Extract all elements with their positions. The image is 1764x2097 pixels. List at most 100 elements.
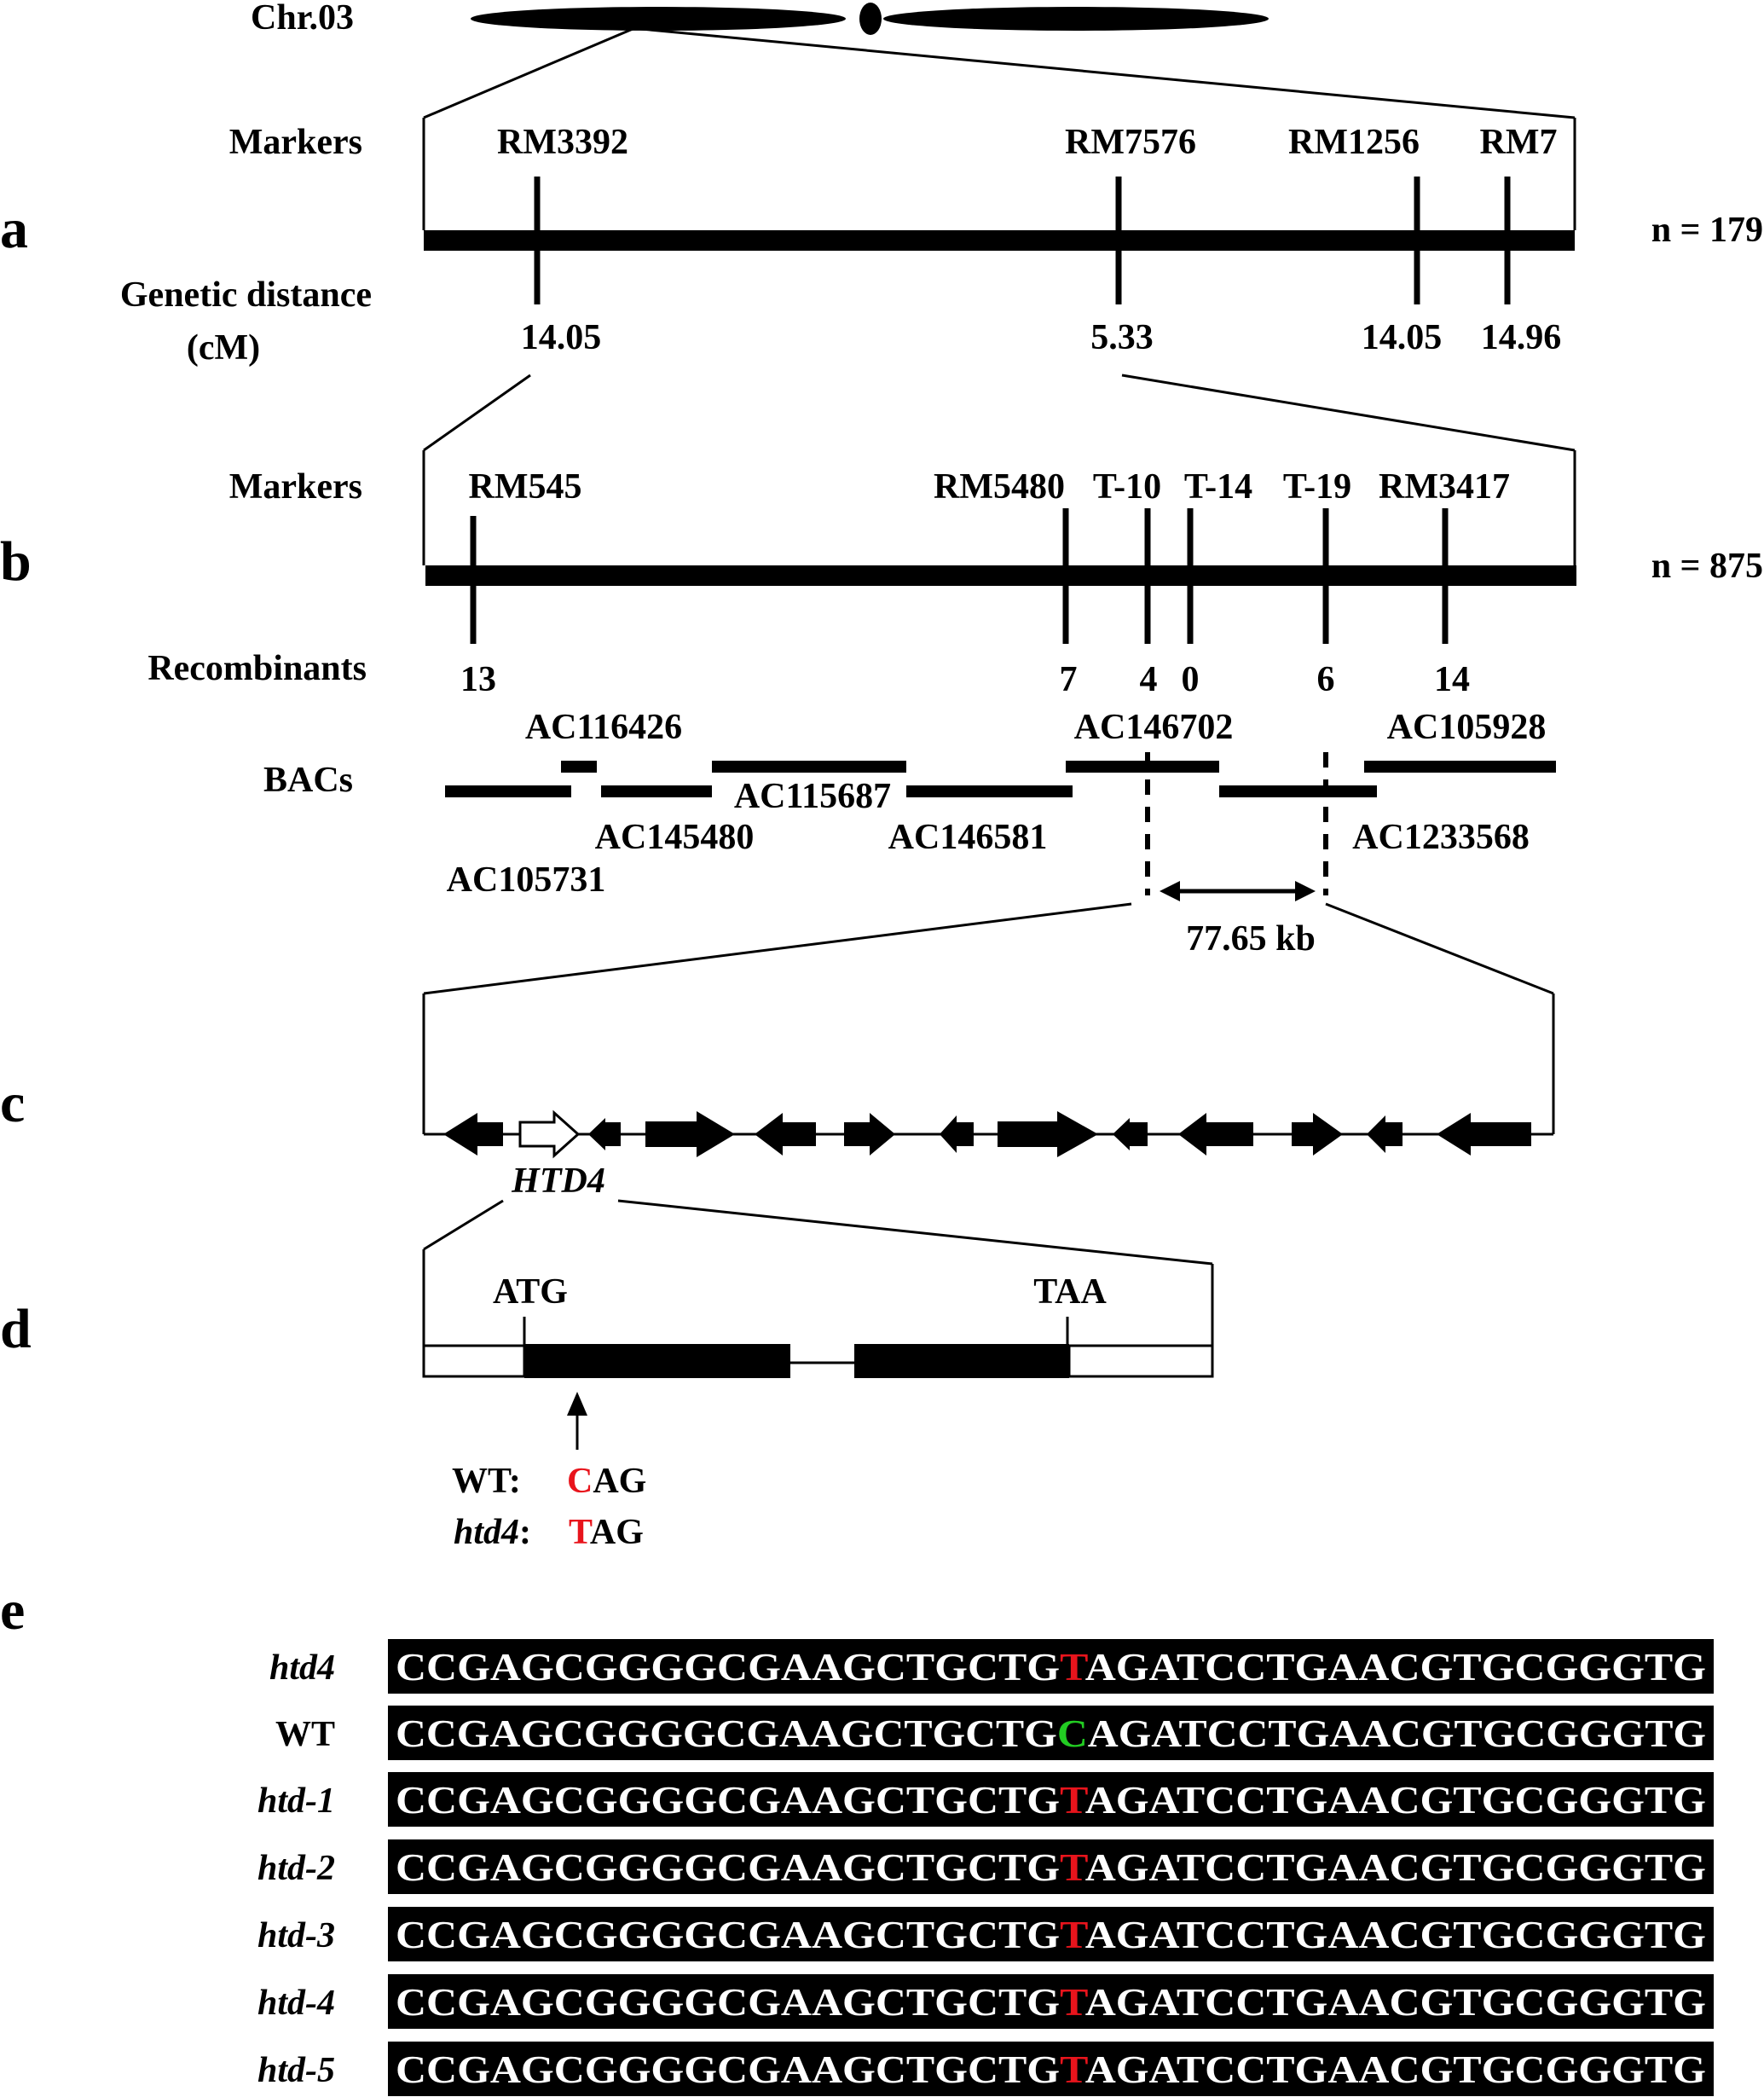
marker-name: T-19: [1283, 467, 1351, 507]
marker-name: RM7576: [1065, 123, 1196, 162]
gene-arrow-reverse: [1178, 1113, 1253, 1156]
sequence-snp-base: T: [1060, 2048, 1088, 2091]
bac-AC105731: [445, 785, 571, 797]
interval-label: 77.65 kb: [1186, 919, 1316, 959]
gene-arrow-reverse: [1113, 1118, 1148, 1150]
recombinant-count: 7: [1060, 660, 1078, 699]
markers-label-a: Markers: [229, 123, 362, 162]
recombinant-count: 4: [1140, 660, 1158, 699]
marker-name: RM1256: [1288, 123, 1420, 162]
chromosome-arm-right: [883, 7, 1269, 31]
sequence-snp-base: T: [1060, 1845, 1088, 1889]
bac-AC145480: [601, 785, 712, 797]
sequence-prefix: CCGAGCGGGGCGAAGCTGCTG: [396, 1845, 1060, 1889]
marker-RM1256: RM1256 14.05: [1288, 123, 1442, 357]
distance-label-line2: (cM): [187, 328, 260, 368]
sequence-suffix: AGATCCTGAACGTGCGGGTG: [1085, 1645, 1706, 1689]
zoom-line-left-bc: [423, 902, 1132, 995]
sequence-prefix: CCGAGCGGGGCGAAGCTGCTG: [396, 1778, 1060, 1822]
gene-arrow-reverse: [443, 1113, 503, 1156]
bac-label: AC146581: [888, 818, 1048, 857]
recombinant-count: 14: [1434, 660, 1470, 699]
wt-label: WT:: [452, 1462, 521, 1501]
bac-AC1233568: [1219, 785, 1377, 797]
panel-letter-a: a: [0, 198, 28, 260]
interval-arrow: [1160, 881, 1316, 901]
mut-label: htd4: [454, 1513, 519, 1552]
mutation-arrowhead: [567, 1392, 587, 1416]
start-codon-label: ATG: [493, 1272, 568, 1312]
marker-name: T-14: [1184, 467, 1252, 507]
stop-codon-label: TAA: [1033, 1272, 1107, 1312]
bac-AC146581: [906, 785, 1073, 797]
panel-b: b Markers Recombinants BACs n = 875 RM54…: [0, 450, 1763, 995]
wt-codon-row: WT:CAG: [452, 1462, 646, 1501]
bac-label: AC115687: [734, 777, 891, 816]
sequence-prefix: CCGAGCGGGGCGAAGCTGCTG: [396, 1913, 1060, 1956]
recombinant-count: 13: [460, 660, 496, 699]
zoom-line-right-cd: [617, 1199, 1213, 1266]
sequence-prefix: CCGAGCGGGGCGAAGCTGCTG: [396, 1645, 1060, 1689]
zoom-line-left-ab: [423, 374, 531, 452]
marker-RM545: RM545 13: [460, 467, 581, 699]
mut-label-colon: :: [519, 1513, 531, 1552]
interval-arrowhead-left: [1160, 881, 1180, 901]
marker-T-14: T-14 0: [1182, 467, 1253, 699]
sequence-row-label: htd-1: [257, 1781, 335, 1821]
linkage-map-bar-a: [424, 230, 1575, 251]
zoom-line-left-cd: [423, 1199, 504, 1251]
gene-arrow-reverse: [588, 1118, 621, 1150]
marker-name: RM545: [469, 467, 582, 507]
marker-distance: 14.96: [1481, 318, 1562, 357]
sequence-prefix: CCGAGCGGGGCGAAGCTGCTG: [396, 2048, 1060, 2091]
sequence-box: [388, 2042, 1714, 2096]
n-label-a: n = 179: [1651, 211, 1763, 250]
panel-letter-e: e: [0, 1579, 25, 1642]
sequence-snp-base: T: [1060, 1913, 1088, 1956]
sequence-box: [388, 1974, 1714, 2029]
recombinant-count: 0: [1182, 660, 1200, 699]
zoom-line-right: [640, 27, 1576, 119]
panel-letter-d: d: [0, 1298, 32, 1360]
recombinants-label: Recombinants: [147, 649, 367, 688]
marker-name: RM3417: [1379, 467, 1510, 507]
sequence-prefix: CCGAGCGGGGCGAAGCTGCTG: [396, 1980, 1060, 2024]
panel-c: c HTD4: [0, 993, 1555, 1266]
utr-5prime: [422, 1344, 526, 1378]
chromosome: Chr.03: [251, 0, 1576, 119]
wt-codon-rest: AG: [593, 1462, 646, 1501]
bac-label: AC146702: [1074, 708, 1234, 747]
marker-T-19: T-19 6: [1283, 467, 1351, 699]
marker-RM3392: RM3392 14.05: [497, 123, 628, 357]
panel-letter-b: b: [0, 530, 32, 593]
sequence-row-label: htd-5: [257, 2051, 335, 2090]
zoom-line-right-bc: [1325, 902, 1554, 995]
gene-arrow-forward: [998, 1111, 1098, 1157]
sequence-suffix: AGATCCTGAACGTGCGGGTG: [1085, 1913, 1706, 1956]
gene-arrow-forward: [1292, 1113, 1343, 1156]
mut-codon-base: T: [569, 1513, 593, 1552]
marker-RM3417: RM3417 14: [1379, 467, 1510, 699]
exon-2: [854, 1344, 1069, 1378]
sequence-box: [388, 1639, 1714, 1694]
sequence-snp-base: T: [1060, 1980, 1088, 2024]
centromere: [859, 3, 882, 35]
marker-RM7576: RM7576 5.33: [1065, 123, 1196, 357]
marker-name: RM7: [1480, 123, 1558, 162]
interval-arrowhead-right: [1295, 881, 1316, 901]
sequence-row-label: htd-2: [257, 1849, 335, 1888]
sequence-row-label: htd-4: [257, 1984, 335, 2023]
marker-distance: 14.05: [1362, 318, 1443, 357]
gene-arrow-forward: [645, 1111, 735, 1157]
linkage-map-bar-b: [425, 565, 1576, 586]
sequence-suffix: AGATCCTGAACGTGCGGGTG: [1085, 1778, 1706, 1822]
chromosome-label: Chr.03: [251, 0, 354, 38]
